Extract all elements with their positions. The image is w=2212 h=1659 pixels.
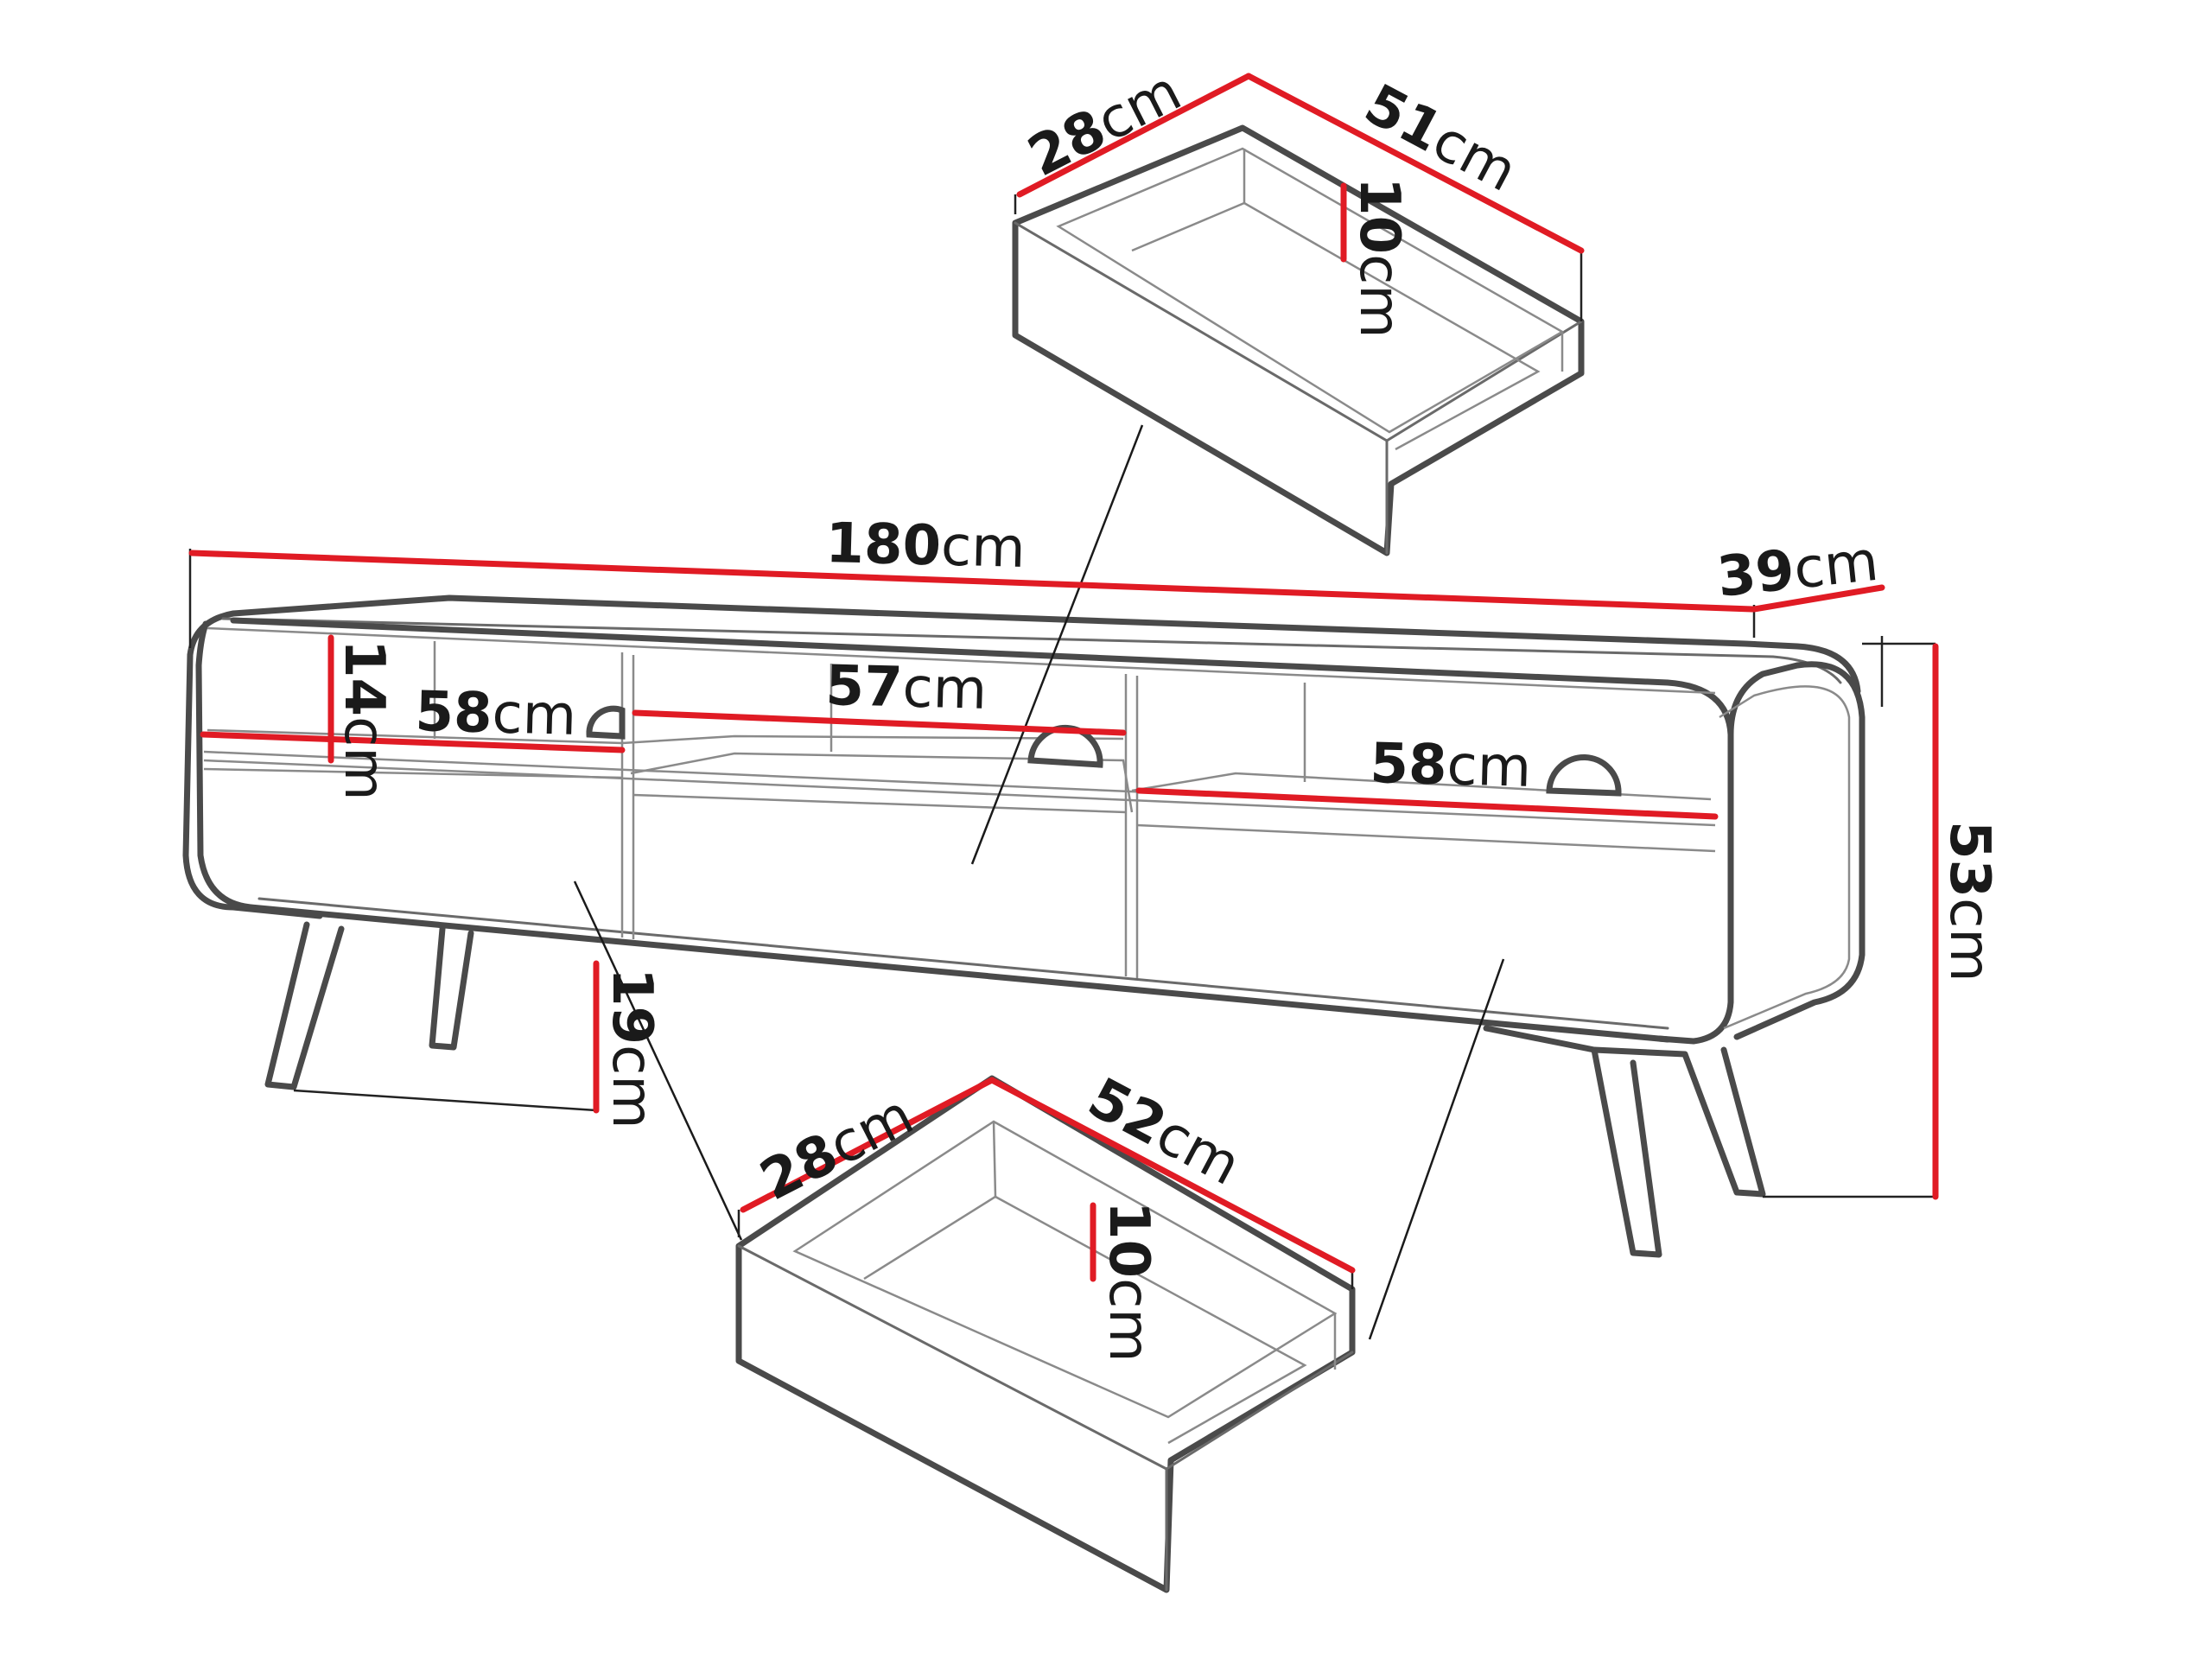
label-bottom-drawer-width: 28cm: [751, 1084, 924, 1214]
leg-front-right: [1591, 1046, 1662, 1258]
dim-bottom-drawer-width: [740, 1077, 995, 1213]
label-total-length: 180cm: [825, 512, 1027, 581]
label-shelf-right: 58cm: [1370, 732, 1532, 800]
leg-front-left: [264, 921, 345, 1090]
label-shelf-left: 58cm: [415, 680, 577, 748]
leg-back-right: [1681, 1046, 1766, 1198]
label-top-drawer-height: 10cm: [1347, 177, 1411, 339]
dim-shelf-middle: [632, 709, 1127, 736]
dimension-labels: 28cm 51cm 10cm 180cm 39cm 53cm 14cm 58cm…: [332, 60, 2001, 1363]
label-leg-height: 19cm: [600, 968, 664, 1129]
label-top-drawer-width: 28cm: [1019, 60, 1192, 190]
dim-shelf-right: [1135, 787, 1719, 820]
dim-top-drawer-depth: [1245, 73, 1585, 254]
top-drawer: [1012, 124, 1585, 556]
dim-shelf-left: [200, 731, 626, 753]
label-total-height: 53cm: [1937, 821, 2001, 982]
pointer-lines: [573, 424, 1505, 1340]
leg-back-left: [429, 925, 474, 1051]
pointer-left-drawer: [573, 880, 743, 1241]
label-shelf-height: 14cm: [332, 639, 396, 801]
dim-total-length: [188, 550, 1756, 613]
extension-lines: [188, 194, 1936, 1289]
label-total-depth: 39cm: [1714, 530, 1881, 610]
label-bottom-drawer-height: 10cm: [1096, 1201, 1160, 1363]
handle-right: [1546, 754, 1622, 797]
tv-cabinet: [182, 594, 1866, 1258]
pointer-right-drawer: [1368, 958, 1505, 1340]
dim-total-depth: [1751, 584, 1885, 613]
dim-top-drawer-width: [1016, 73, 1252, 198]
label-shelf-middle: 57cm: [825, 654, 988, 722]
handle-left: [586, 705, 626, 740]
dim-bottom-drawer-depth: [988, 1077, 1356, 1274]
pointer-top-drawer: [970, 424, 1144, 865]
dimension-lines: [188, 73, 1939, 1282]
